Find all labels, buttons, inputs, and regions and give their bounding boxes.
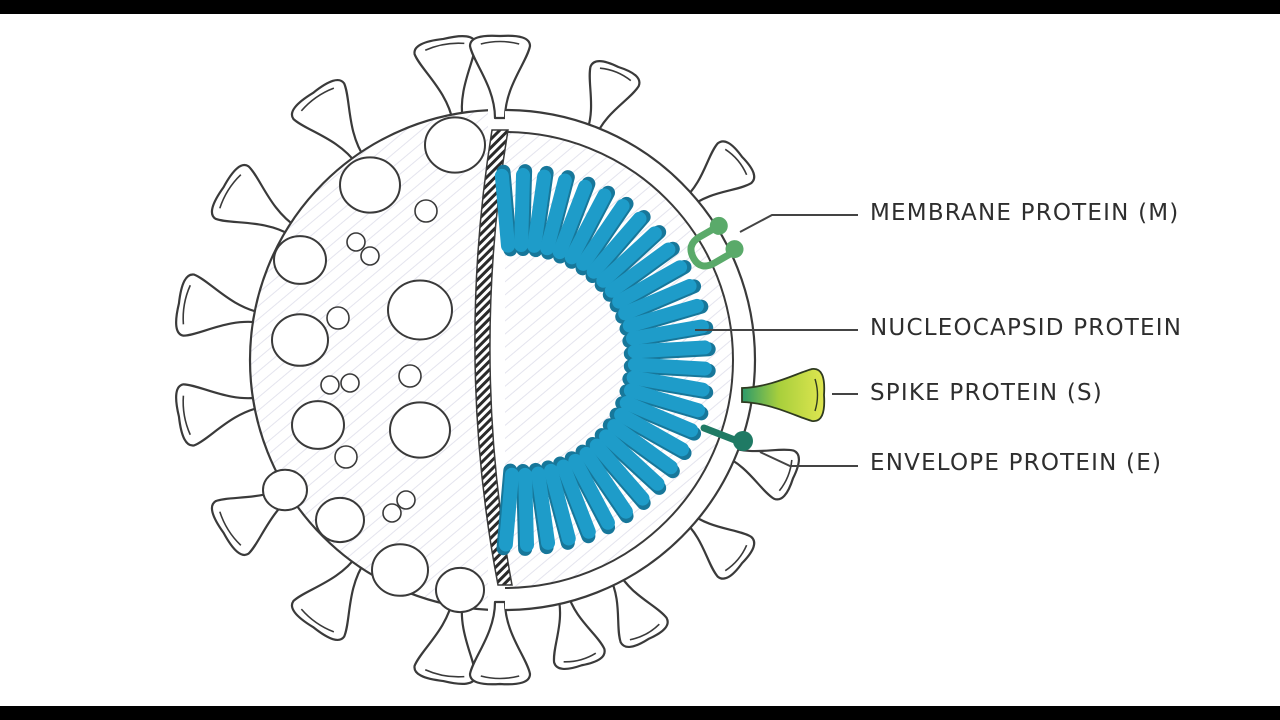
highlighted-proteins	[687, 216, 826, 451]
coil-segment	[585, 436, 651, 510]
envelope-protein	[700, 424, 753, 451]
coil-segment	[619, 383, 709, 421]
surface-bulb	[339, 156, 401, 214]
leader-envelope	[759, 451, 858, 467]
surface-bulb	[371, 543, 429, 597]
spike-glyph	[584, 60, 641, 139]
coil-segment	[564, 451, 616, 535]
coil-segment	[540, 170, 575, 260]
coil-segment	[594, 225, 667, 292]
spike-glyph	[290, 554, 367, 641]
spike-glyph	[468, 34, 532, 120]
coil-segment	[594, 428, 667, 495]
spike-glyph	[413, 596, 477, 685]
coil-segment	[615, 395, 702, 441]
coil-segment	[541, 460, 576, 550]
spike-glyph	[210, 164, 299, 238]
surface-dot	[414, 199, 438, 223]
surface-bulb	[424, 116, 486, 174]
surface-bulb	[387, 279, 453, 341]
coil-segment	[575, 444, 634, 524]
spike-glyph	[721, 444, 800, 501]
coil-segment	[553, 456, 596, 544]
coil-segment	[528, 462, 556, 555]
spike-glyph	[681, 510, 756, 580]
coil-segment	[585, 210, 651, 284]
spike-glyph	[413, 35, 477, 124]
coil-segment	[514, 164, 533, 257]
surface-bulb	[262, 468, 308, 512]
surface-dot	[396, 490, 416, 510]
membrane-protein	[687, 216, 744, 270]
spike-glyph	[608, 570, 669, 648]
coil-segment	[564, 185, 616, 269]
surface-bulb	[435, 566, 485, 614]
surface-dot	[382, 503, 402, 523]
coil-segment	[575, 196, 634, 276]
coil-segment	[609, 259, 692, 313]
surface-bulb	[291, 400, 345, 450]
spike-glyph	[290, 79, 367, 166]
surface-dot	[398, 364, 422, 388]
spike-glyph	[681, 140, 756, 210]
spike-glyph	[175, 383, 264, 447]
spike-glyph	[552, 591, 606, 670]
label-leader-lines	[695, 214, 858, 467]
surface-dot	[340, 373, 360, 393]
diagram-canvas: MEMBRANE PROTEIN (M) NUCLEOCAPSID PROTEI…	[0, 14, 1280, 706]
surface-dot	[346, 232, 366, 252]
coil-segment	[623, 340, 716, 361]
label-nucleocapsid-protein: NUCLEOCAPSID PROTEIN	[870, 315, 1183, 341]
surface-bulb	[315, 496, 365, 544]
coil-segment	[602, 418, 680, 479]
coil-segment	[602, 241, 680, 302]
label-membrane-protein: MEMBRANE PROTEIN (M)	[870, 200, 1180, 226]
label-envelope-protein: ENVELOPE PROTEIN (E)	[870, 450, 1163, 476]
spike-glyph	[175, 273, 264, 337]
surface-outline	[248, 109, 488, 611]
surface-bulb	[389, 401, 451, 459]
leader-membrane	[739, 214, 858, 233]
surface-dot	[326, 306, 350, 330]
surface-bulb	[273, 235, 327, 285]
coil-segment	[609, 407, 692, 461]
surface-bulb	[271, 313, 329, 367]
coil-segment	[494, 164, 518, 257]
coil-segment	[527, 165, 554, 258]
coil-segment	[496, 463, 519, 556]
spike-protein	[741, 368, 826, 422]
surface-dot	[334, 445, 358, 469]
coil-segment	[516, 463, 535, 556]
coil-segment	[619, 298, 709, 336]
surface-dot	[360, 246, 380, 266]
surface-dot	[320, 375, 340, 395]
coronavirus-illustration	[175, 34, 858, 686]
membrane-cross-section	[474, 129, 513, 586]
virus-surface	[248, 109, 488, 614]
coil-segment	[622, 319, 714, 349]
coil-segment	[622, 370, 714, 400]
coil-segment	[615, 279, 702, 324]
coil-segment	[552, 176, 596, 264]
label-spike-protein: SPIKE PROTEIN (S)	[870, 380, 1103, 406]
spike-glyph	[468, 600, 532, 686]
nucleocapsid-coil	[494, 164, 716, 556]
